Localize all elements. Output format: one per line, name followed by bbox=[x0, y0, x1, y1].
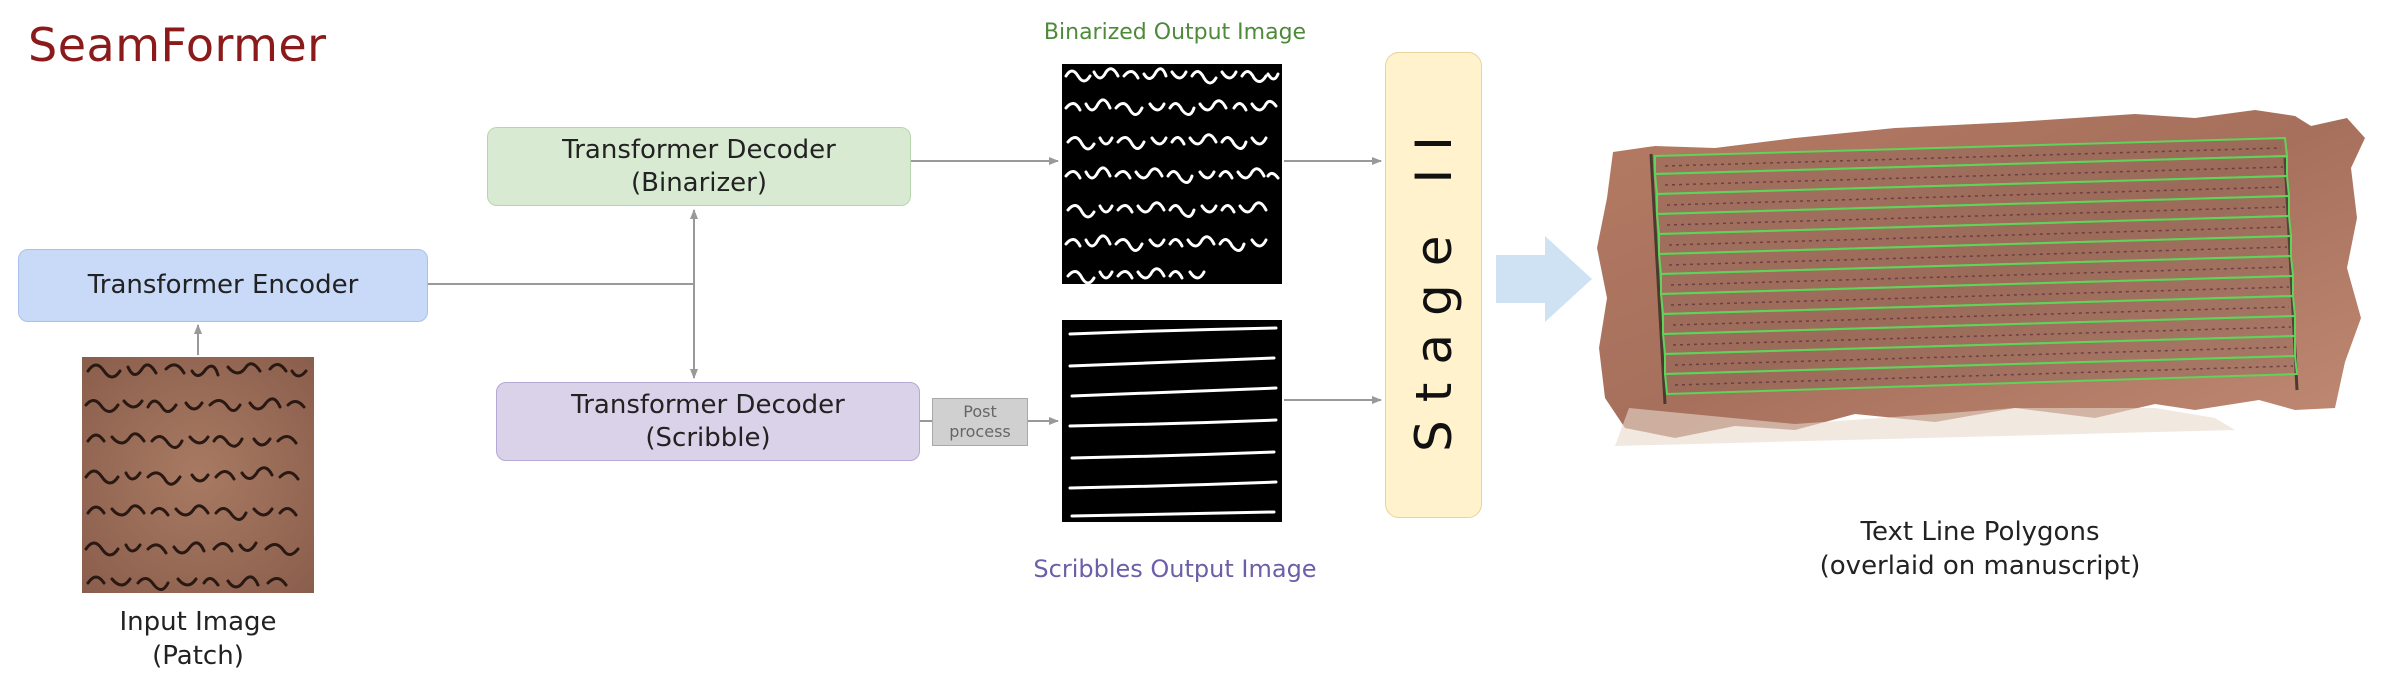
input-patch-image bbox=[82, 357, 314, 593]
binarizer-label-line2: (Binarizer) bbox=[630, 167, 767, 198]
polygons-caption-line2: (overlaid on manuscript) bbox=[1819, 551, 2141, 581]
stage2-label: Stage II bbox=[1404, 118, 1463, 452]
stage2-box: Stage II bbox=[1385, 52, 1482, 518]
binarizer-label-line1: Transformer Decoder bbox=[562, 134, 836, 165]
post-process-box: Post process bbox=[932, 398, 1028, 446]
input-image-caption: Input Image (Patch) bbox=[88, 605, 308, 673]
binarized-output-image bbox=[1062, 64, 1282, 284]
manuscript-polygons-image bbox=[1597, 110, 2365, 446]
polygons-caption-line1: Text Line Polygons bbox=[1860, 517, 2100, 547]
post-process-line1: Post bbox=[963, 402, 997, 421]
manuscript-script-texture bbox=[1664, 147, 2294, 386]
manuscript-left-border bbox=[1649, 153, 1667, 405]
diagram-title: SeamFormer bbox=[28, 18, 327, 72]
scribbles-output-caption: Scribbles Output Image bbox=[1033, 555, 1317, 583]
input-caption-line2: (Patch) bbox=[152, 641, 244, 671]
scribbles-output-image bbox=[1062, 320, 1282, 522]
transformer-encoder-box: Transformer Encoder bbox=[18, 249, 428, 322]
binarized-output-caption: Binarized Output Image bbox=[1043, 20, 1307, 45]
post-process-line2: process bbox=[949, 422, 1011, 441]
encoder-label: Transformer Encoder bbox=[87, 270, 359, 300]
manuscript-leaf bbox=[1597, 110, 2365, 438]
input-caption-line1: Input Image bbox=[119, 607, 277, 637]
transformer-decoder-binarizer-box: Transformer Decoder (Binarizer) bbox=[487, 127, 911, 206]
text-line-polygons-caption: Text Line Polygons (overlaid on manuscri… bbox=[1780, 515, 2180, 583]
text-line-polygons bbox=[1653, 136, 2299, 396]
transformer-decoder-scribble-box: Transformer Decoder (Scribble) bbox=[496, 382, 920, 461]
scribble-label-line1: Transformer Decoder bbox=[571, 389, 845, 420]
big-arrow bbox=[1496, 236, 1592, 322]
scribble-label-line2: (Scribble) bbox=[645, 422, 771, 453]
